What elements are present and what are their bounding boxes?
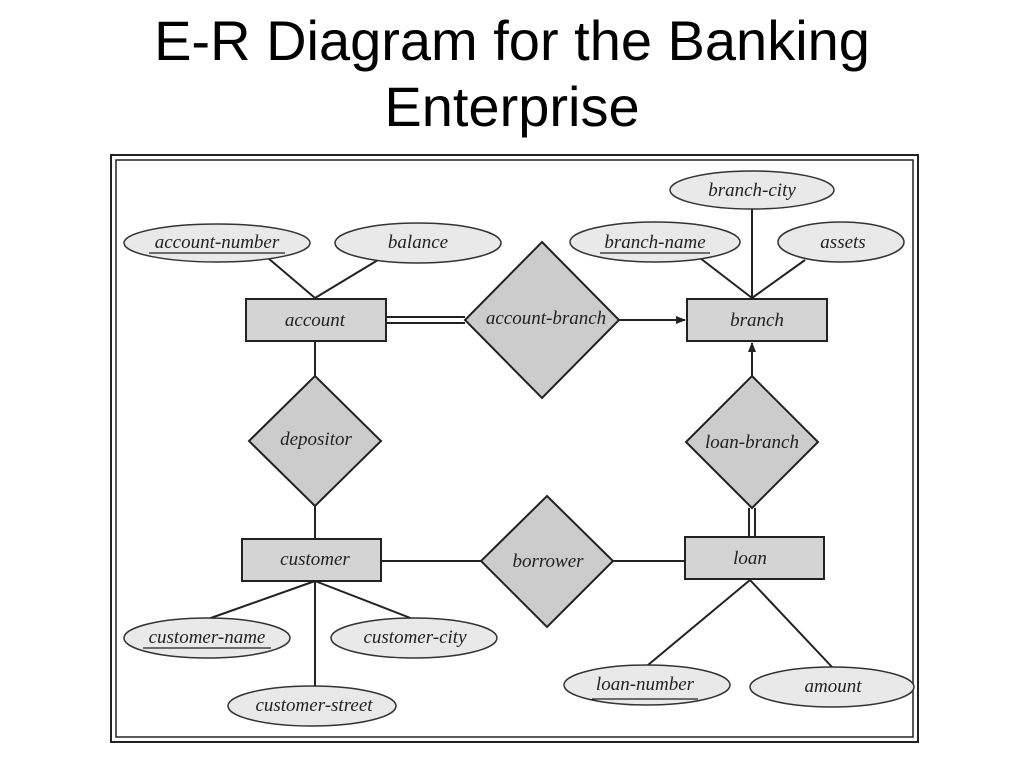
edge-loan-number: [647, 579, 751, 666]
attribute-assets: assets: [777, 221, 905, 263]
relationship-borrower: borrower: [479, 494, 615, 629]
attribute-customer-street-label: customer-street: [255, 695, 373, 716]
attribute-branch-name-label: branch-name: [604, 232, 705, 253]
relationship-loan-branch-label: loan-branch: [705, 432, 799, 453]
attribute-branch-city-label: branch-city: [708, 180, 796, 201]
attribute-balance: balance: [334, 222, 502, 264]
entity-account: account: [245, 298, 387, 342]
title-line-2: Enterprise: [384, 75, 640, 138]
entity-account-label: account: [285, 310, 346, 331]
relationship-depositor-label: depositor: [280, 429, 352, 450]
attribute-customer-name-label: customer-name: [149, 627, 266, 648]
entity-customer-label: customer: [280, 549, 350, 570]
attribute-customer-city-label: customer-city: [363, 627, 467, 648]
attribute-amount: amount: [749, 666, 915, 708]
relationship-loan-branch: loan-branch: [684, 374, 820, 510]
title-line-1: E-R Diagram for the Banking: [154, 9, 870, 72]
entity-loan: loan: [684, 536, 825, 580]
relationship-depositor: depositor: [247, 374, 383, 508]
attribute-branch-name: branch-name: [569, 221, 741, 263]
relationship-borrower-label: borrower: [512, 551, 584, 572]
attribute-account-number: account-number: [123, 223, 311, 263]
attribute-account-number-label: account-number: [155, 232, 280, 253]
attribute-loan-number-label: loan-number: [596, 674, 695, 695]
edge-amount: [749, 579, 833, 668]
connectors: [207, 208, 833, 688]
edge-customer-name: [207, 580, 316, 620]
attribute-loan-number: loan-number: [563, 664, 731, 706]
attribute-branch-city: branch-city: [669, 170, 835, 210]
edge-account-number: [267, 257, 316, 299]
edge-assets: [751, 259, 806, 299]
edge-customer-city: [314, 580, 414, 620]
entity-loan-label: loan: [733, 548, 767, 569]
attribute-customer-street: customer-street: [227, 685, 397, 727]
relationship-account-branch: account-branch: [463, 240, 621, 400]
attribute-balance-label: balance: [388, 232, 448, 253]
entity-customer: customer: [241, 538, 382, 582]
entity-branch: branch: [686, 298, 828, 342]
attribute-customer-city: customer-city: [330, 617, 498, 659]
attribute-assets-label: assets: [820, 232, 865, 253]
attribute-customer-name: customer-name: [123, 617, 291, 659]
edge-branch-name: [699, 257, 753, 299]
edge-balance: [314, 259, 379, 299]
attribute-amount-label: amount: [805, 676, 863, 697]
slide-title: E-R Diagram for the Banking Enterprise: [0, 8, 1024, 140]
entity-branch-label: branch: [730, 310, 784, 331]
relationship-account-branch-label: account-branch: [486, 308, 606, 329]
